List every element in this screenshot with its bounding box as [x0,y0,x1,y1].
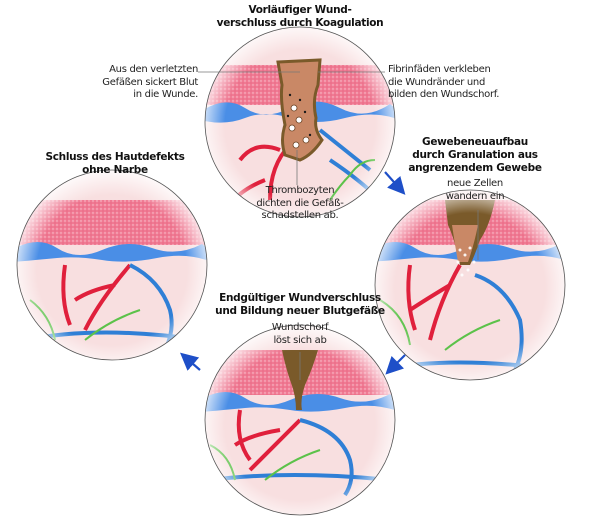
arrow-stage3-to-stage4 [180,352,201,371]
stage-3-title-line: Endgültiger Wundverschluss [219,292,381,304]
note-line: Fibrinfäden verkleben [388,64,491,75]
note-line: Wundschorf [271,322,329,333]
arrow-stage1-to-stage2 [384,171,406,195]
arrow-stage2-to-stage3 [385,354,406,375]
stage-3-circle [204,324,396,516]
stage-2-title-line: angrenzendem Gewebe [408,162,542,174]
note-line: Thrombozyten [265,185,335,196]
stage-2-title-line: durch Granulation aus [412,149,538,161]
note-line: neue Zellen [447,178,503,189]
callout-lines [198,71,479,380]
note-line: dichten die Gefäß- [256,197,344,209]
stage-4-circle [16,169,208,361]
note-line: Aus den verletzten [109,64,198,75]
stage-1-note-left: Aus den verletzten Gefäßen sickert Blut … [80,64,198,102]
note-line: Gefäßen sickert Blut [102,76,198,88]
stage-1-circle [204,26,396,218]
stage-1-note-right: Fibrinfäden verkleben die Wundränder und… [388,64,528,102]
stage-1-title-line: verschluss durch Koagulation [216,17,384,29]
note-line: wandern ein [445,190,505,202]
note-line: bilden den Wundschorf. [388,89,500,100]
stage-2-title: Gewebeneuaufbau durch Granulation aus an… [400,136,550,175]
stage-3-note-top: Wundschorf löst sich ab [250,322,350,347]
note-line: schadstellen ab. [261,210,339,221]
stage-1-title: Vorläufiger Wund- verschluss durch Koagu… [210,4,390,30]
stage-4-illustration [17,170,207,360]
stage-3-title-line: und Bildung neuer Blutgefäße [215,305,385,317]
note-line: die Wundränder und [388,76,486,88]
stage-2-note-top: neue Zellen wandern ein [430,178,520,203]
stage-2-illustration [375,190,565,380]
stage-4-title-line: ohne Narbe [82,164,148,176]
note-line: löst sich ab [273,334,327,346]
stage-3-title: Endgültiger Wundverschluss und Bildung n… [205,292,395,318]
note-line: in die Wunde. [133,89,198,100]
stage-1-title-line: Vorläufiger Wund- [248,4,352,16]
stage-1-note-bottom: Thrombozyten dichten die Gefäß- schadste… [240,185,360,223]
stage-2-circle [374,189,566,381]
stage-2-title-line: Gewebeneuaufbau [422,136,528,148]
stage-4-title-line: Schluss des Hautdefekts [45,151,185,163]
stage-4-title: Schluss des Hautdefekts ohne Narbe [35,151,195,177]
